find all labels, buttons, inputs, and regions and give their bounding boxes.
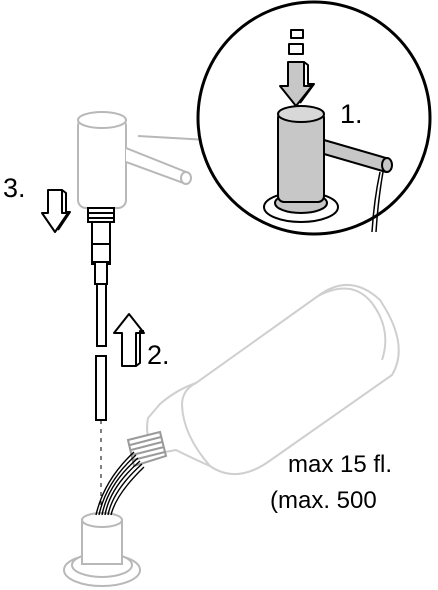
arrow-up-2: [113, 313, 145, 367]
step-3-label: 3.: [3, 173, 26, 203]
step-1-label: 1.: [340, 99, 363, 129]
leader-line: [137, 135, 209, 141]
pump-head: [77, 111, 192, 209]
pump-neck: [87, 207, 115, 285]
sink-base: [63, 512, 141, 587]
dip-tube: [95, 283, 107, 421]
detail-bubble: [196, 0, 432, 236]
tube-wires: [95, 451, 145, 516]
capacity-note-line1: max 15 fl.: [288, 451, 393, 478]
arrow-down-3: [41, 189, 71, 233]
arrow-press-1: [279, 29, 315, 107]
soap-bottle: [146, 283, 400, 476]
bottle-thread: [126, 430, 168, 468]
capacity-note-line2: (max. 500: [270, 487, 377, 514]
step-2-label: 2.: [147, 340, 170, 370]
